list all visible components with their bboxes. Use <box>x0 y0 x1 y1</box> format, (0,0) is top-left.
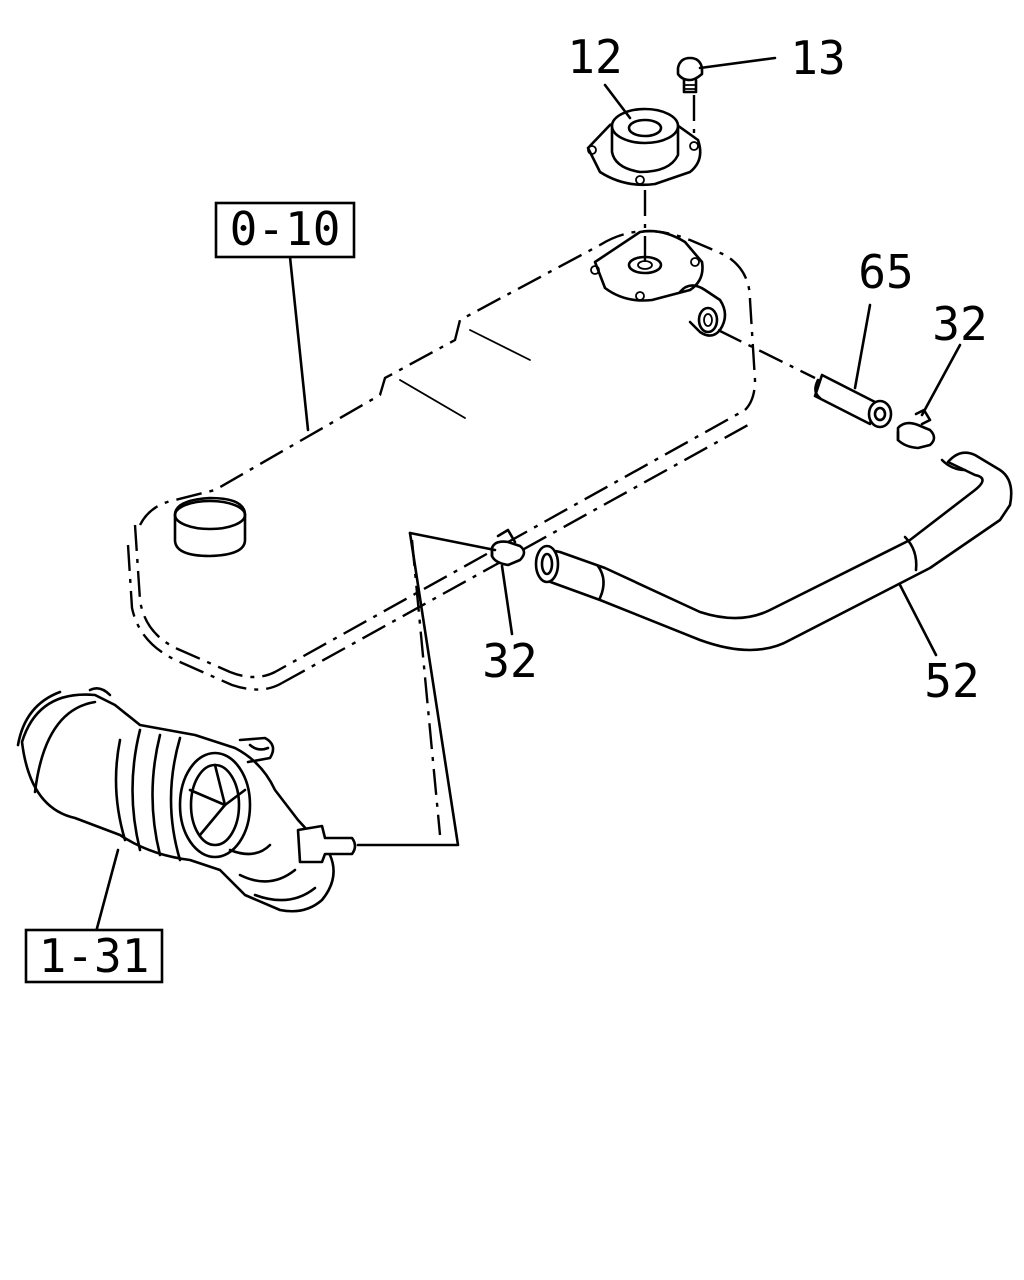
callout-13: 13 <box>790 31 845 85</box>
pcv-nipple-pipe <box>717 328 893 429</box>
callout-12: 12 <box>567 30 622 84</box>
callout-65: 65 <box>858 245 913 299</box>
air-intake-duct <box>16 687 357 913</box>
pcv-hose <box>534 451 1013 652</box>
hose-clamp-upper <box>896 408 936 450</box>
hose-clamp-lower <box>490 528 526 567</box>
screw-bolt <box>676 56 704 140</box>
ref-box-1-31: 1-31 <box>24 928 164 984</box>
callout-32-upper: 32 <box>932 297 987 351</box>
callout-32-lower: 32 <box>482 634 537 688</box>
oil-filler-cap <box>586 107 702 262</box>
leader-lines <box>94 56 962 934</box>
ref-label-1-31: 1-31 <box>39 929 150 983</box>
ref-box-0-10: 0-10 <box>214 201 356 259</box>
connection-lines <box>356 531 497 847</box>
callout-52: 52 <box>924 654 979 708</box>
ref-label-0-10: 0-10 <box>230 202 341 256</box>
